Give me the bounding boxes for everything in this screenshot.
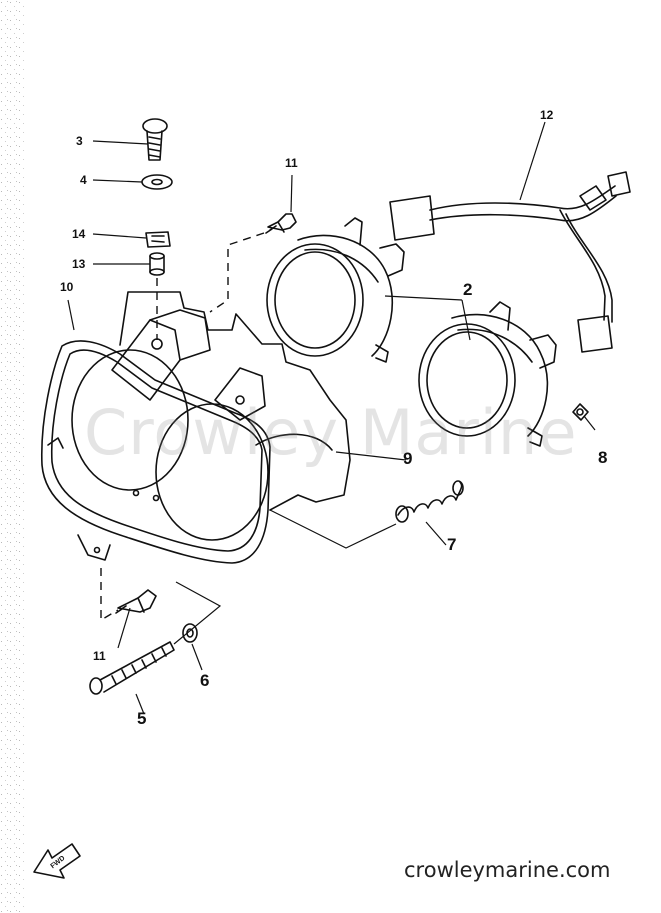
screw-part-11-bottom: [115, 589, 157, 614]
callout-12: 12: [540, 108, 554, 122]
callout-11-bottom: 11: [93, 649, 106, 663]
callout-6: 6: [200, 671, 210, 690]
scan-noise: [0, 0, 24, 913]
callout-2: 2: [463, 280, 473, 299]
washer-part-4: [141, 174, 173, 190]
callout-8: 8: [598, 448, 608, 467]
dashed-assembly-lines: [100, 232, 265, 622]
callout-11-top: 11: [285, 156, 298, 170]
screw-part-11-top: [265, 213, 297, 234]
grommet-part-8: [572, 403, 589, 421]
callout-5: 5: [137, 709, 147, 728]
callout-3: 3: [76, 134, 83, 148]
callout-4: 4: [80, 173, 87, 187]
housing-part-10: [40, 309, 271, 564]
site-url: crowleymarine.com: [404, 858, 611, 882]
bolt-part-5: [89, 641, 175, 695]
bracket-part-9: [119, 291, 351, 511]
screw-part-3: [142, 118, 168, 161]
callout-14: 14: [72, 227, 86, 241]
collar-part-13: [149, 252, 165, 276]
watermark: Crowley Marine: [84, 396, 578, 469]
clip-nut-part-14: [145, 231, 171, 248]
wiring-harness-part-12: [389, 171, 631, 353]
callout-9: 9: [403, 449, 413, 468]
callout-13: 13: [72, 257, 86, 271]
callout-10: 10: [60, 280, 74, 294]
fwd-arrow-icon: [33, 843, 81, 879]
leader-lines: [67, 121, 596, 715]
spring-part-7: [395, 480, 464, 523]
headlight-left-part-2: [266, 217, 405, 363]
callout-7: 7: [447, 535, 457, 554]
